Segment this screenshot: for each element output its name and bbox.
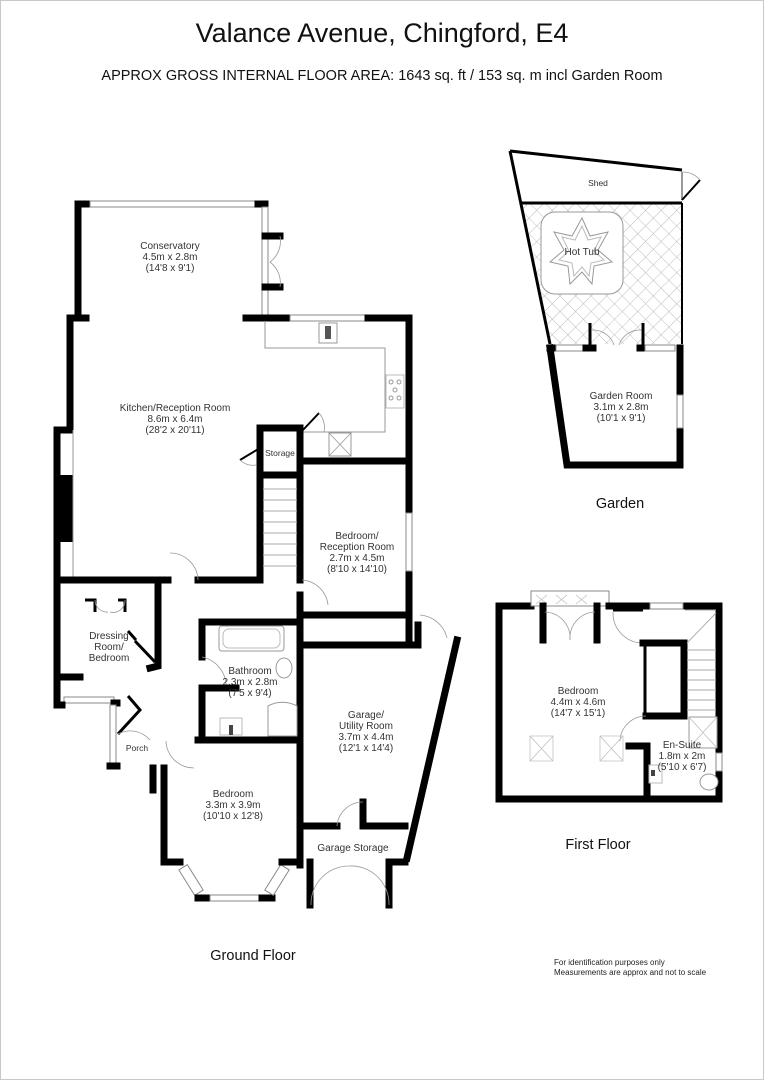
disclaimer: For identification purposes only Measure… bbox=[554, 958, 706, 978]
garage-label: Garage/ bbox=[348, 710, 384, 721]
first-floor-stairs-icon bbox=[685, 609, 717, 711]
conservatory-label: Conservatory bbox=[140, 241, 199, 252]
first-floor-title: First Floor bbox=[565, 837, 630, 853]
kitchen-label: Kitchen/Reception Room bbox=[120, 403, 231, 414]
disclaimer-line-1: For identification purposes only bbox=[554, 958, 665, 967]
svg-text:3.7m x 4.4m: 3.7m x 4.4m bbox=[338, 732, 393, 743]
svg-text:4.5m x 2.8m: 4.5m x 2.8m bbox=[142, 252, 197, 263]
svg-text:3.3m x 3.9m: 3.3m x 3.9m bbox=[205, 800, 260, 811]
garage bbox=[296, 614, 462, 909]
hot-tub-label: Hot Tub bbox=[564, 247, 599, 258]
bay-window-right bbox=[264, 863, 290, 897]
kitchen-walls bbox=[53, 314, 413, 709]
svg-text:(7'5 x 9'4): (7'5 x 9'4) bbox=[228, 688, 271, 699]
svg-text:1.8m x 2m: 1.8m x 2m bbox=[659, 751, 706, 762]
ground-floor-plan bbox=[53, 200, 462, 909]
garden-room-window bbox=[676, 394, 684, 429]
toilet-icon bbox=[275, 657, 293, 679]
dressing-room-label: Dressing bbox=[89, 631, 128, 642]
svg-text:3.1m x 2.8m: 3.1m x 2.8m bbox=[593, 402, 648, 413]
garage-storage-label: Garage Storage bbox=[317, 843, 389, 854]
chimney-breast bbox=[55, 475, 73, 542]
ensuite-basin-icon bbox=[648, 764, 663, 784]
garden-plan bbox=[508, 149, 701, 469]
svg-text:(14'8 x 9'1): (14'8 x 9'1) bbox=[146, 263, 195, 274]
floor-area-summary: APPROX GROSS INTERNAL FLOOR AREA: 1643 s… bbox=[101, 68, 663, 84]
bathroom-label: Bathroom bbox=[228, 666, 271, 677]
ensuite-label: En-Suite bbox=[663, 740, 702, 751]
svg-text:Room/: Room/ bbox=[94, 642, 124, 653]
first-floor-plan bbox=[495, 590, 723, 803]
bay-window-front bbox=[209, 894, 263, 902]
svg-text:4.4m x 4.6m: 4.4m x 4.6m bbox=[550, 697, 605, 708]
garden-labels: Shed Hot Tub Garden Room 3.1m x 2.8m (10… bbox=[564, 178, 652, 512]
dressing-room-window bbox=[63, 696, 115, 704]
conservatory-side-window bbox=[261, 206, 269, 318]
kitchen-worktop bbox=[264, 321, 386, 433]
porch-label: Porch bbox=[126, 743, 148, 753]
bedroom-reception-window bbox=[405, 512, 413, 572]
svg-text:8.6m x 6.4m: 8.6m x 6.4m bbox=[147, 414, 202, 425]
svg-text:(14'7 x 15'1): (14'7 x 15'1) bbox=[551, 708, 605, 719]
ensuite-toilet-icon bbox=[699, 773, 719, 791]
svg-text:Utility Room: Utility Room bbox=[339, 721, 393, 732]
conservatory-window bbox=[89, 200, 259, 208]
bathroom bbox=[194, 611, 304, 869]
storage-label: Storage bbox=[265, 448, 295, 458]
disclaimer-line-2: Measurements are approx and not to scale bbox=[554, 968, 707, 977]
ground-floor-title: Ground Floor bbox=[210, 948, 296, 964]
svg-text:2.3m x 2.8m: 2.3m x 2.8m bbox=[222, 677, 277, 688]
ground-floor-labels: Conservatory 4.5m x 2.8m (14'8 x 9'1) Ki… bbox=[89, 241, 395, 964]
garden-room-label: Garden Room bbox=[590, 391, 653, 402]
bay-window-left bbox=[178, 863, 204, 897]
first-floor-bedroom-label: Bedroom bbox=[558, 686, 599, 697]
skylights-icon bbox=[529, 735, 624, 762]
svg-text:Bedroom: Bedroom bbox=[89, 653, 130, 664]
svg-text:(10'10 x 12'8): (10'10 x 12'8) bbox=[203, 811, 263, 822]
dormer-window bbox=[530, 590, 610, 607]
svg-text:(28'2 x 20'11): (28'2 x 20'11) bbox=[145, 425, 204, 436]
shower-icon bbox=[267, 701, 298, 737]
garden-title: Garden bbox=[596, 496, 644, 512]
porch bbox=[106, 695, 157, 794]
property-title: Valance Avenue, Chingford, E4 bbox=[195, 18, 569, 48]
bedroom-reception-label: Bedroom/ bbox=[335, 531, 379, 542]
svg-text:(8'10 x 14'10): (8'10 x 14'10) bbox=[327, 564, 387, 575]
first-floor-labels: Bedroom 4.4m x 4.6m (14'7 x 15'1) En-Sui… bbox=[550, 686, 706, 853]
front-bedroom bbox=[160, 740, 304, 902]
svg-text:Reception Room: Reception Room bbox=[320, 542, 394, 553]
svg-text:(12'1 x 14'4): (12'1 x 14'4) bbox=[339, 743, 393, 754]
svg-text:2.7m x 4.5m: 2.7m x 4.5m bbox=[329, 553, 384, 564]
kitchen-window bbox=[289, 314, 369, 322]
svg-text:(10'1 x 9'1): (10'1 x 9'1) bbox=[597, 413, 646, 424]
kitchen-door-icon bbox=[302, 412, 320, 431]
porch-window bbox=[109, 704, 117, 764]
stairs-icon bbox=[263, 488, 297, 567]
svg-text:(5'10 x 6'7): (5'10 x 6'7) bbox=[658, 762, 707, 773]
shed-label: Shed bbox=[588, 178, 608, 188]
front-bedroom-label: Bedroom bbox=[213, 789, 254, 800]
storage-stairs bbox=[239, 424, 413, 584]
